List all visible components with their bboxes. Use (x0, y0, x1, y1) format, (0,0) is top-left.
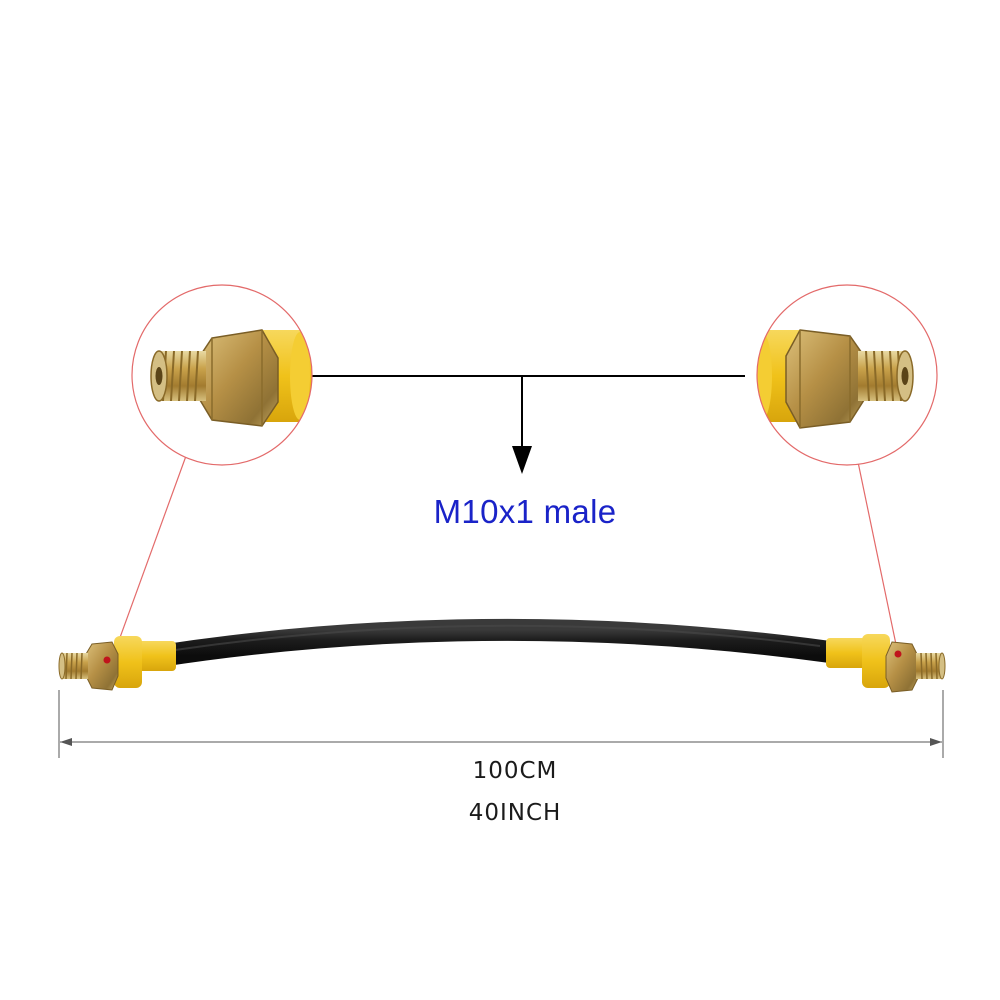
callout-dot-right (894, 650, 902, 658)
callout-line-right (857, 461, 899, 655)
threaded-fitting-icon (757, 329, 914, 429)
thread-callout-bracket (312, 375, 745, 474)
threaded-fitting-icon (150, 329, 312, 427)
length-metric-label: 100CM (472, 758, 558, 784)
callout-line-left (113, 455, 187, 655)
left-fitting (58, 636, 176, 691)
dimension-line (58, 690, 944, 758)
callout-dot-left (103, 656, 111, 664)
length-imperial-label: 40INCH (468, 800, 562, 826)
detail-circle-left (131, 284, 313, 466)
hose (158, 618, 832, 667)
thread-spec-label: M10x1 male (433, 493, 617, 530)
arrow-down-icon (512, 446, 532, 474)
hose-assembly (58, 618, 946, 693)
detail-circle-right (756, 284, 938, 466)
right-fitting (826, 634, 946, 693)
